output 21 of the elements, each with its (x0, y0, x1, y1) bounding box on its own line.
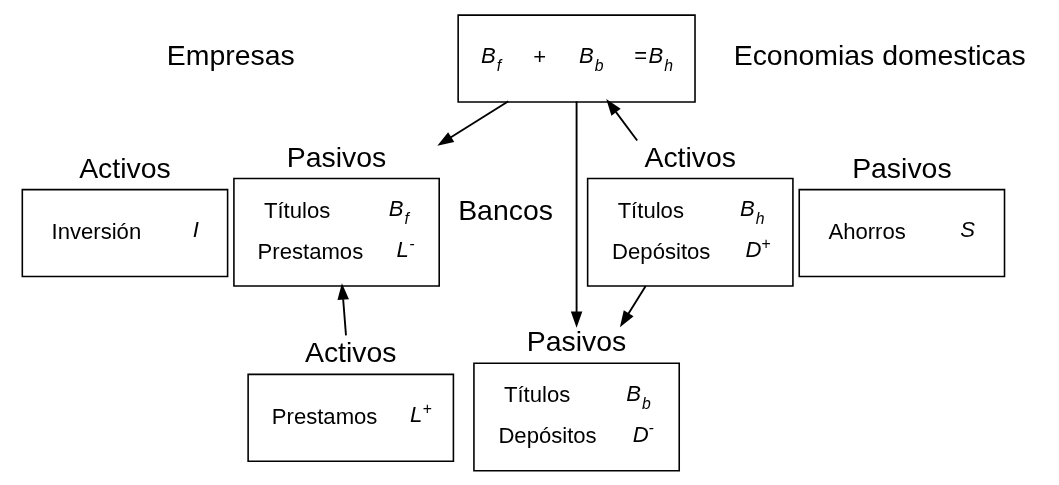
node-box: Inversión I (21, 188, 228, 278)
node-box: Prestamos L$^{+}$ (246, 373, 454, 462)
node-box: Títulos B$_{h}$ Depósitos D$^{+}$ (586, 177, 794, 287)
arrow (436, 100, 509, 146)
node-label: Activos (643, 140, 736, 173)
arrow (605, 99, 638, 142)
label: Bancos (457, 194, 553, 227)
node-label: Activos (304, 336, 397, 369)
node-box: Títulos B$_{f}$ Prestamos L$^{-}$ (232, 177, 440, 287)
node-label: Pasivos (286, 140, 386, 173)
label: Economias domesticas (733, 38, 1026, 71)
label: Empresas (166, 38, 295, 71)
arrow (570, 100, 582, 328)
node-box: Títulos B$_{b}$ Depósitos D$^{-}$ (472, 362, 680, 472)
node-box: B$_{f}$ + B$_{b}$ =B$_{h}$ (456, 14, 696, 103)
node-label: Pasivos (851, 151, 952, 184)
node-label: Pasivos (526, 325, 626, 358)
node-box: Ahorros S (797, 188, 1005, 278)
node-label: Activos (78, 151, 171, 184)
arrow (336, 283, 349, 337)
arrow (619, 285, 647, 328)
